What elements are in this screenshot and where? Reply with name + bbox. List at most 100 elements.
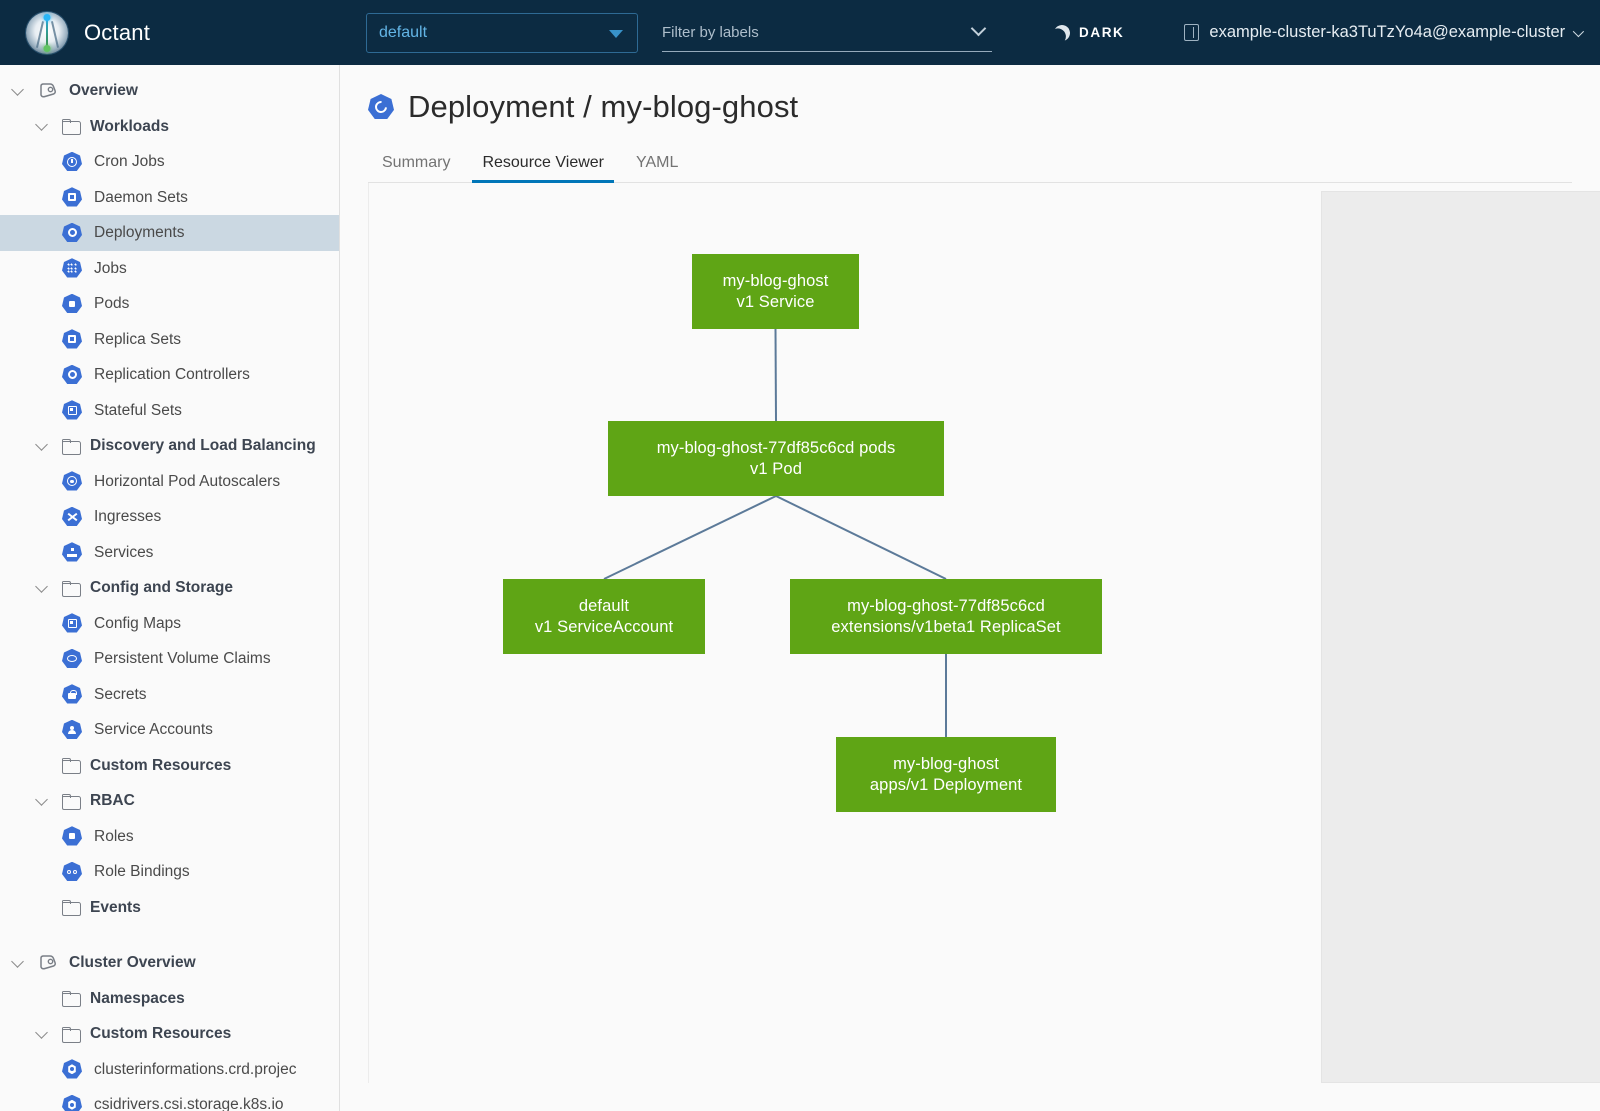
sidebar-item-service-accounts[interactable]: Service Accounts xyxy=(0,712,339,748)
sidebar-item-config-maps[interactable]: Config Maps xyxy=(0,606,339,642)
graph-node-name: default xyxy=(578,596,630,615)
twisty-placeholder xyxy=(36,991,50,1005)
tab-resource-viewer[interactable]: Resource Viewer xyxy=(466,155,620,183)
folder-icon xyxy=(62,119,81,136)
sidebar-item-label: clusterinformations.crd.projec xyxy=(94,1060,297,1078)
chevron-down-icon[interactable] xyxy=(36,439,50,453)
crd-icon xyxy=(62,1059,82,1079)
sidebar-item-pods[interactable]: Pods xyxy=(0,286,339,322)
brand-name: Octant xyxy=(84,19,151,45)
services-icon xyxy=(62,542,82,562)
ingresses-icon xyxy=(62,506,82,527)
sidebar-item-namespaces[interactable]: Namespaces xyxy=(0,981,339,1017)
daemon-sets-icon xyxy=(62,187,82,207)
sidebar-item-clusterinformations-crd-projec[interactable]: clusterinformations.crd.projec xyxy=(0,1052,339,1088)
cron-jobs-icon xyxy=(62,151,82,172)
sidebar-item-label: Persistent Volume Claims xyxy=(94,650,271,667)
sidebar-item-deployments[interactable]: Deployments xyxy=(0,215,339,251)
sidebar-item-cluster-overview[interactable]: Cluster Overview xyxy=(0,945,339,981)
sidebar-item-label: Daemon Sets xyxy=(94,188,188,206)
sidebar-item-role-bindings[interactable]: Role Bindings xyxy=(0,854,339,890)
deployment-icon xyxy=(368,94,394,120)
label-filter-placeholder: Filter by labels xyxy=(662,23,759,41)
graph-node-name: my-blog-ghost xyxy=(893,754,999,773)
config-maps-icon xyxy=(62,613,82,633)
sidebar-item-label: Services xyxy=(94,543,154,561)
sidebar-item-label: Namespaces xyxy=(90,989,185,1007)
pvc-icon xyxy=(62,648,82,669)
sidebar-item-config-and-storage[interactable]: Config and Storage xyxy=(0,570,339,606)
tab-summary[interactable]: Summary xyxy=(382,154,451,171)
side-detail-panel[interactable] xyxy=(1321,191,1600,1083)
replication-controllers-icon xyxy=(62,364,82,385)
sidebar-item-horizontal-pod-autoscalers[interactable]: Horizontal Pod Autoscalers xyxy=(0,464,339,500)
sidebar-item-secrets[interactable]: Secrets xyxy=(0,677,339,713)
sidebar-item-label: Config and Storage xyxy=(90,579,233,596)
graph-node-kind: v1 Pod xyxy=(750,459,802,478)
sidebar-item-jobs[interactable]: Jobs xyxy=(0,251,339,287)
sidebar-item-custom-resources[interactable]: Custom Resources xyxy=(0,1016,339,1052)
dark-mode-toggle[interactable]: DARK xyxy=(1054,25,1124,41)
jobs-icon xyxy=(62,258,82,278)
sidebar-item-label: Discovery and Load Balancing xyxy=(90,437,316,454)
deployments-icon xyxy=(62,222,82,243)
graph-node-kind: v1 ServiceAccount xyxy=(534,617,674,636)
sidebar-item-cron-jobs[interactable]: Cron Jobs xyxy=(0,144,339,180)
chevron-down-icon[interactable] xyxy=(12,84,26,98)
secrets-icon xyxy=(62,684,82,704)
folder-icon xyxy=(62,438,81,455)
page-header: Deployment / my-blog-ghost xyxy=(368,89,1572,125)
label-filter-input[interactable]: Filter by labels xyxy=(662,14,992,52)
sidebar-item-events[interactable]: Events xyxy=(0,890,339,926)
graph-node-kind: v1 Service xyxy=(736,292,815,311)
graph-edges xyxy=(603,328,947,737)
nav-spacer xyxy=(0,925,339,945)
chevron-down-icon[interactable] xyxy=(12,956,26,970)
sidebar-item-replication-controllers[interactable]: Replication Controllers xyxy=(0,357,339,393)
sidebar-item-overview[interactable]: Overview xyxy=(0,73,339,109)
sidebar-item-roles[interactable]: Roles xyxy=(0,819,339,855)
sidebar-item-custom-resources[interactable]: Custom Resources xyxy=(0,748,339,784)
main-content: Deployment / my-blog-ghost Summary Resour… xyxy=(340,65,1600,1111)
sidebar-item-ingresses[interactable]: Ingresses xyxy=(0,499,339,535)
sidebar-item-daemon-sets[interactable]: Daemon Sets xyxy=(0,180,339,216)
sidebar-item-persistent-volume-claims[interactable]: Persistent Volume Claims xyxy=(0,641,339,677)
sidebar-item-rbac[interactable]: RBAC xyxy=(0,783,339,819)
sidebar-item-workloads[interactable]: Workloads xyxy=(0,109,339,145)
role-bindings-icon xyxy=(62,861,82,882)
chevron-down-icon[interactable] xyxy=(36,581,50,595)
tab-yaml[interactable]: YAML xyxy=(636,154,679,171)
folder-icon xyxy=(62,758,81,775)
sidebar-item-replica-sets[interactable]: Replica Sets xyxy=(0,322,339,358)
app-header: Octant default Filter by labels DARK exa… xyxy=(0,0,1600,65)
folder-icon xyxy=(62,991,81,1008)
replica-sets-icon xyxy=(62,329,82,349)
sidebar-item-csidrivers-csi-storage-k8s-io[interactable]: csidrivers.csi.storage.k8s.io xyxy=(0,1087,339,1111)
chevron-down-icon[interactable] xyxy=(36,1027,50,1041)
sidebar-item-label: Overview xyxy=(69,82,138,99)
sidebar-item-label: Secrets xyxy=(94,685,147,703)
chevron-down-icon[interactable] xyxy=(36,119,50,133)
tab-bar[interactable]: Summary Resource Viewer YAML xyxy=(368,143,1572,183)
sidebar-item-label: Config Maps xyxy=(94,614,182,632)
sidebar-item-label: Cron Jobs xyxy=(94,153,165,170)
namespace-select[interactable]: default xyxy=(366,12,638,53)
sidebar-item-services[interactable]: Services xyxy=(0,535,339,571)
graph-node-serviceaccount[interactable]: default v1 ServiceAccount xyxy=(503,579,705,654)
sidebar-item-discovery-and-load-balancing[interactable]: Discovery and Load Balancing xyxy=(0,428,339,464)
sidebar-item-stateful-sets[interactable]: Stateful Sets xyxy=(0,393,339,429)
cluster-picker[interactable]: example-cluster-ka3TuTzYo4a@example-clus… xyxy=(1184,23,1585,42)
octant-logo-icon xyxy=(26,11,68,54)
roles-icon xyxy=(62,826,82,846)
sidebar-item-label: Pods xyxy=(94,295,130,312)
brand[interactable]: Octant xyxy=(0,11,340,54)
twisty-placeholder xyxy=(36,900,50,914)
chevron-down-icon[interactable] xyxy=(36,794,50,808)
